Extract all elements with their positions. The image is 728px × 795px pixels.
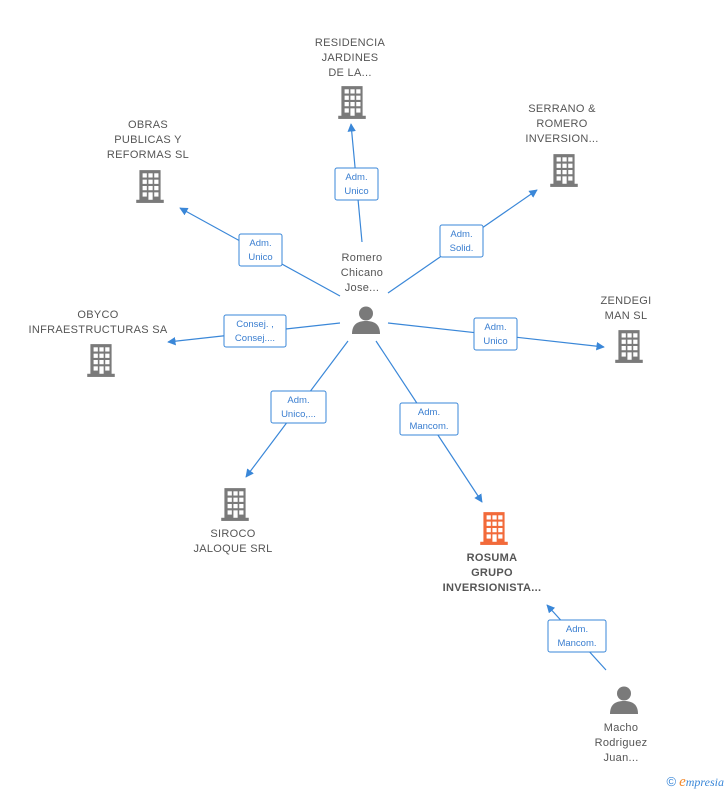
node-serrano[interactable]: SERRANO & ROMERO INVERSION... bbox=[525, 103, 598, 187]
person-icon bbox=[352, 306, 380, 334]
role-text: Adm. bbox=[345, 172, 367, 183]
node-label: DE LA... bbox=[328, 67, 371, 79]
role-text: Unico,... bbox=[281, 409, 316, 420]
building-icon bbox=[87, 344, 115, 377]
role-text: Mancom. bbox=[557, 638, 596, 649]
role-text: Unico bbox=[248, 252, 272, 263]
node-label: Juan... bbox=[603, 752, 638, 764]
node-label: Macho bbox=[604, 722, 639, 734]
node-rosuma[interactable]: ROSUMA GRUPO INVERSIONISTA... bbox=[443, 512, 542, 594]
role-text: Mancom. bbox=[409, 421, 448, 432]
role-box bbox=[223, 314, 287, 348]
node-label: INVERSION... bbox=[525, 133, 598, 145]
role-text: Adm. bbox=[418, 407, 440, 418]
node-obras[interactable]: OBRAS PUBLICAS Y REFORMAS SL bbox=[107, 119, 189, 203]
node-zendegi[interactable]: ZENDEGI MAN SL bbox=[601, 295, 652, 363]
edge-role-label[interactable]: Adm. Unico bbox=[473, 317, 518, 351]
person-icon bbox=[610, 686, 638, 714]
edge-role-label[interactable]: Adm. Solid. bbox=[439, 224, 484, 258]
edge-romero-residencia: Adm. Unico bbox=[334, 123, 379, 243]
edge-romero-obras: Adm. Unico bbox=[179, 207, 341, 297]
role-text: Adm. bbox=[249, 238, 271, 249]
brand-name: mpresia bbox=[685, 775, 724, 789]
node-residencia[interactable]: RESIDENCIA JARDINES DE LA... bbox=[315, 37, 386, 119]
node-label: Chicano bbox=[341, 267, 383, 279]
edge-macho-rosuma: Adm. Mancom. bbox=[546, 604, 607, 671]
edge-role-label[interactable]: Adm. Unico,... bbox=[270, 390, 327, 424]
edge-role-label[interactable]: Adm. Mancom. bbox=[399, 402, 459, 436]
node-label: SIROCO bbox=[210, 528, 255, 540]
node-label: PUBLICAS Y bbox=[114, 134, 182, 146]
node-label: OBYCO bbox=[77, 309, 118, 321]
role-box bbox=[270, 390, 327, 424]
node-label: MAN SL bbox=[605, 310, 648, 322]
empresia-brand[interactable]: ©empresia bbox=[667, 774, 725, 791]
copyright-icon: © bbox=[666, 774, 677, 789]
building-icon bbox=[136, 170, 164, 203]
role-box bbox=[547, 619, 607, 653]
nodes-layer: RESIDENCIA JARDINES DE LA... OBRAS PUBLICAS … bbox=[29, 37, 652, 764]
edge-romero-obyco: Consej. , Consej.... bbox=[167, 314, 341, 348]
brand-initial: e bbox=[679, 774, 686, 790]
node-romero[interactable]: RomeroChicanoJose... bbox=[341, 252, 383, 334]
role-text: Consej.... bbox=[235, 333, 275, 344]
node-label: SERRANO & bbox=[528, 103, 596, 115]
node-label: REFORMAS SL bbox=[107, 149, 189, 161]
node-label: ZENDEGI bbox=[601, 295, 652, 307]
edge-romero-siroco: Adm. Unico,... bbox=[245, 340, 349, 478]
node-label: ROMERO bbox=[536, 118, 587, 130]
edge-role-label[interactable]: Adm. Mancom. bbox=[547, 619, 607, 653]
building-icon bbox=[338, 86, 366, 119]
node-label: OBRAS bbox=[128, 119, 168, 131]
role-box bbox=[238, 233, 283, 267]
building-icon bbox=[480, 512, 508, 545]
role-text: Consej. , bbox=[236, 319, 274, 330]
role-text: Solid. bbox=[450, 243, 474, 254]
role-box bbox=[439, 224, 484, 258]
edge-romero-zendegi: Adm. Unico bbox=[387, 317, 605, 351]
role-text: Adm. bbox=[484, 322, 506, 333]
node-macho[interactable]: MachoRodriguezJuan... bbox=[595, 686, 648, 765]
edge-romero-serrano: Adm. Solid. bbox=[387, 189, 538, 294]
node-siroco[interactable]: SIROCO JALOQUE SRL bbox=[193, 488, 272, 555]
node-label: Jose... bbox=[345, 282, 380, 294]
edge-role-label[interactable]: Adm. Unico bbox=[238, 233, 283, 267]
node-obyco[interactable]: OBYCO INFRAESTRUCTURAS SA bbox=[29, 309, 168, 377]
node-label: RESIDENCIA bbox=[315, 37, 386, 49]
role-box bbox=[473, 317, 518, 351]
role-text: Unico bbox=[344, 186, 368, 197]
node-label: INFRAESTRUCTURAS SA bbox=[29, 324, 168, 336]
role-text: Adm. bbox=[566, 624, 588, 635]
role-box bbox=[334, 167, 379, 201]
edge-romero-rosuma: Adm. Mancom. bbox=[375, 340, 483, 503]
edge-role-label[interactable]: Consej. , Consej.... bbox=[223, 314, 287, 348]
node-label: Rodriguez bbox=[595, 737, 648, 749]
role-text: Adm. bbox=[450, 229, 472, 240]
node-label: INVERSIONISTA... bbox=[443, 582, 542, 594]
node-label: JALOQUE SRL bbox=[193, 543, 272, 555]
building-icon bbox=[221, 488, 249, 521]
role-text: Unico bbox=[483, 336, 507, 347]
node-label: JARDINES bbox=[322, 52, 379, 64]
node-label: ROSUMA bbox=[467, 552, 518, 564]
node-label: GRUPO bbox=[471, 567, 513, 579]
role-box bbox=[399, 402, 459, 436]
role-text: Adm. bbox=[287, 395, 309, 406]
building-icon bbox=[615, 330, 643, 363]
building-icon bbox=[550, 154, 578, 187]
edge-role-label[interactable]: Adm. Unico bbox=[334, 167, 379, 201]
node-label: Romero bbox=[342, 252, 383, 264]
